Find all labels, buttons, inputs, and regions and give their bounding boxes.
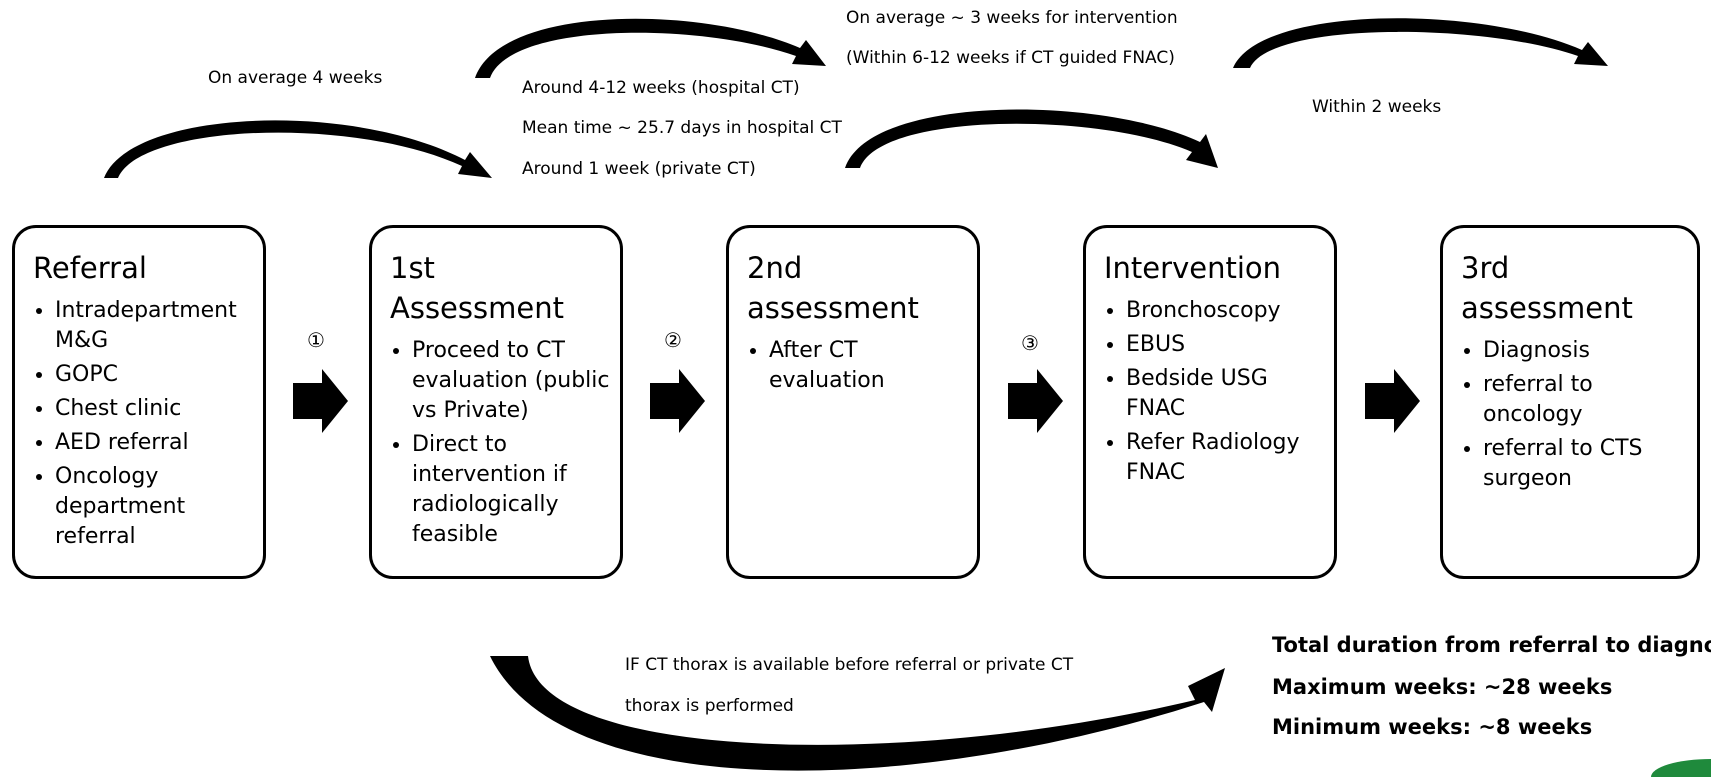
list-item: GOPC xyxy=(55,360,253,390)
list-item: After CT evaluation xyxy=(769,336,967,396)
note-first-to-second-2: Mean time ~ 25.7 days in hospital CT xyxy=(522,118,842,138)
step-number-3: ③ xyxy=(1021,331,1039,355)
list-item: Bedside USG FNAC xyxy=(1126,364,1324,424)
note-referral-to-first: On average 4 weeks xyxy=(208,68,383,88)
list-item: EBUS xyxy=(1126,330,1324,360)
summary-minimum: Minimum weeks: ~8 weeks xyxy=(1272,715,1593,739)
box-title: Intervention xyxy=(1104,248,1324,288)
list-item: Bronchoscopy xyxy=(1126,296,1324,326)
box-title: 3rd assessment xyxy=(1461,248,1687,328)
list-item: Direct to intervention if radiologically… xyxy=(412,430,610,550)
note-bypass-1: IF CT thorax is available before referra… xyxy=(625,655,1074,675)
box-title-line: Referral xyxy=(33,251,147,285)
box-title-line: assessment xyxy=(1461,291,1633,325)
list-item: Oncology department referral xyxy=(55,462,253,552)
box-first-assessment: 1st Assessment Proceed to CT evaluation … xyxy=(369,225,623,579)
note-second-to-intervention-2: (Within 6-12 weeks if CT guided FNAC) xyxy=(846,48,1175,68)
box-title-line: Assessment xyxy=(390,291,564,325)
note-second-to-intervention-1: On average ~ 3 weeks for intervention xyxy=(846,8,1178,28)
note-intervention-to-third: Within 2 weeks xyxy=(1312,97,1442,117)
box-second-assessment: 2nd assessment After CT evaluation xyxy=(726,225,980,579)
box-items: Intradepartment M&G GOPC Chest clinic AE… xyxy=(33,296,253,552)
list-item: Refer Radiology FNAC xyxy=(1126,428,1324,488)
box-items: Diagnosis referral to oncology referral … xyxy=(1461,336,1687,494)
curved-arrow-second-to-intervention xyxy=(845,109,1218,168)
list-item: referral to CTS surgeon xyxy=(1483,434,1687,494)
box-title-line: 3rd xyxy=(1461,251,1510,285)
curved-arrow-referral-to-first xyxy=(104,120,492,178)
box-title: Referral xyxy=(33,248,253,288)
box-title: 2nd assessment xyxy=(747,248,967,328)
block-arrow-2 xyxy=(650,369,705,433)
curved-arrow-intervention-to-third xyxy=(1233,18,1608,68)
note-first-to-second-1: Around 4-12 weeks (hospital CT) xyxy=(522,78,800,98)
curved-arrow-bypass xyxy=(490,656,1225,771)
note-bypass-2: thorax is performed xyxy=(625,696,794,716)
box-title-line: Intervention xyxy=(1104,251,1282,285)
list-item: Chest clinic xyxy=(55,394,253,424)
curved-arrow-first-to-second xyxy=(475,18,826,78)
box-referral: Referral Intradepartment M&G GOPC Chest … xyxy=(12,225,266,579)
box-title-line: 1st xyxy=(390,251,435,285)
box-items: Proceed to CT evaluation (public vs Priv… xyxy=(390,336,610,550)
list-item: referral to oncology xyxy=(1483,370,1687,430)
note-first-to-second-3: Around 1 week (private CT) xyxy=(522,159,756,179)
block-arrow-4 xyxy=(1365,369,1420,433)
list-item: Intradepartment M&G xyxy=(55,296,253,356)
step-number-1: ① xyxy=(307,328,325,352)
box-items: Bronchoscopy EBUS Bedside USG FNAC Refer… xyxy=(1104,296,1324,488)
block-arrow-1 xyxy=(293,369,348,433)
summary-total: Total duration from referral to diagnosi… xyxy=(1272,633,1711,657)
box-title-line: 2nd xyxy=(747,251,803,285)
box-items: After CT evaluation xyxy=(747,336,967,396)
list-item: Proceed to CT evaluation (public vs Priv… xyxy=(412,336,610,426)
box-title-line: assessment xyxy=(747,291,919,325)
box-third-assessment: 3rd assessment Diagnosis referral to onc… xyxy=(1440,225,1700,579)
box-intervention: Intervention Bronchoscopy EBUS Bedside U… xyxy=(1083,225,1337,579)
summary-maximum: Maximum weeks: ~28 weeks xyxy=(1272,675,1613,699)
step-number-2: ② xyxy=(664,328,682,352)
list-item: AED referral xyxy=(55,428,253,458)
box-title: 1st Assessment xyxy=(390,248,610,328)
block-arrow-3 xyxy=(1008,369,1063,433)
list-item: Diagnosis xyxy=(1483,336,1687,366)
